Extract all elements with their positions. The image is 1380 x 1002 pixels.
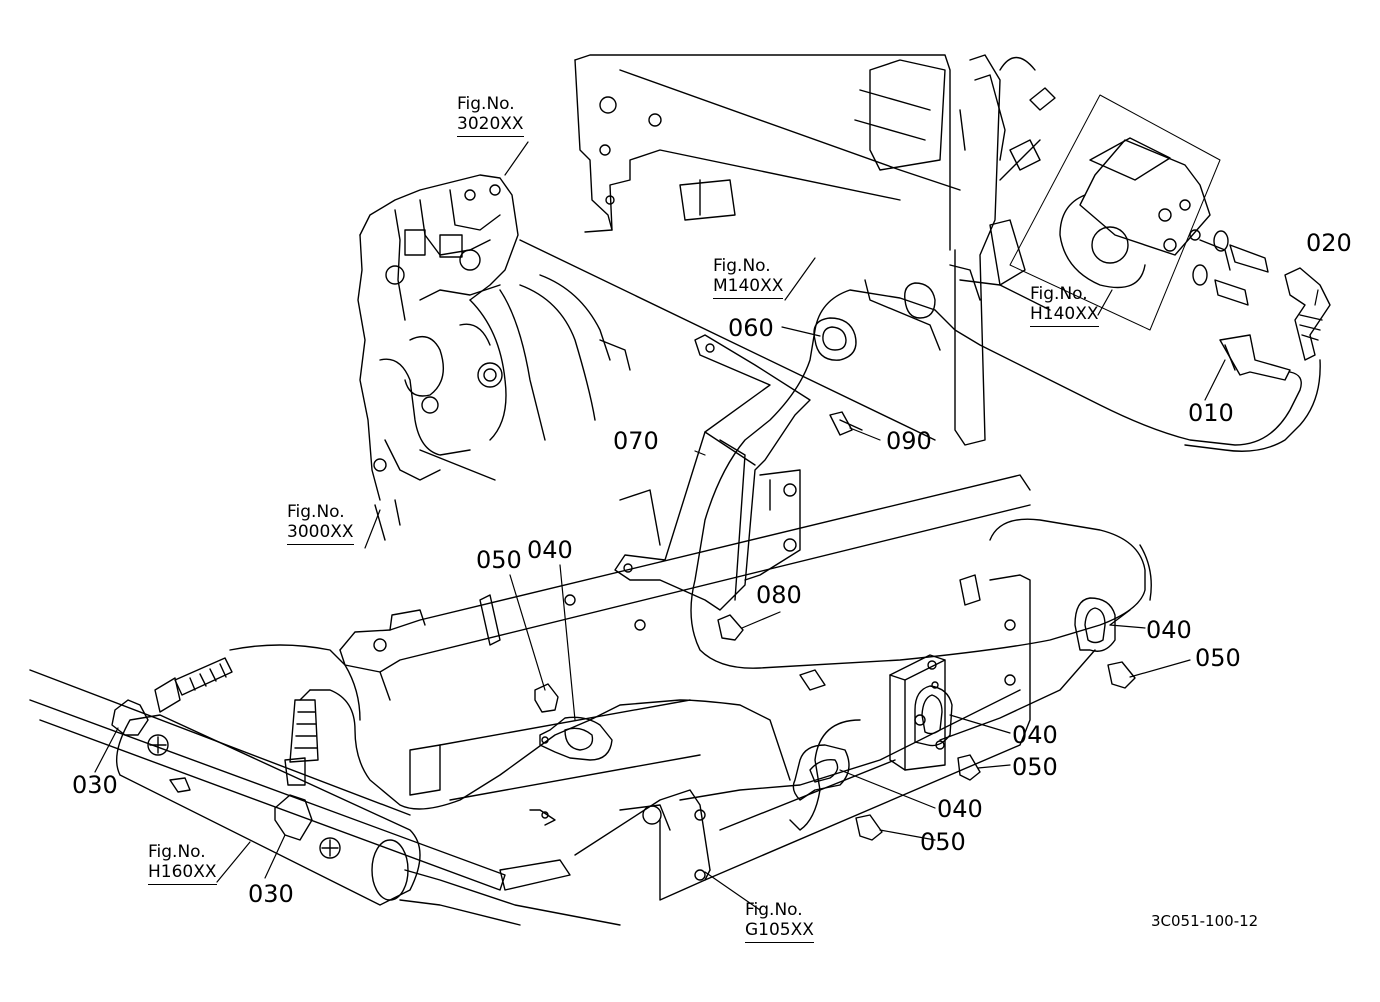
part-label-070: 070 xyxy=(613,427,659,455)
clamp-040-a xyxy=(539,716,613,761)
frame-bracket xyxy=(574,54,961,351)
fig-ref-3020xx: Fig.No. 3020XX xyxy=(457,94,524,137)
part-label-030: 030 xyxy=(72,771,118,799)
drawing-code: 3C051-100-12 xyxy=(1151,912,1259,930)
part-label-060: 060 xyxy=(728,314,774,342)
part-label-050: 050 xyxy=(920,828,966,856)
fig-ref-title: Fig.No. xyxy=(457,94,515,114)
part-label-040: 040 xyxy=(1146,616,1192,644)
fig-ref-title: Fig.No. xyxy=(713,256,771,276)
part-label-030: 030 xyxy=(248,880,294,908)
part-symbols xyxy=(111,282,1136,841)
pump-unit xyxy=(1009,94,1331,381)
pipe-lines xyxy=(229,289,1321,831)
fig-ref-title: Fig.No. xyxy=(287,502,345,522)
fig-ref-number: H160XX xyxy=(148,862,217,885)
fig-ref-number: M140XX xyxy=(713,276,784,299)
fig-ref-m140xx: Fig.No. M140XX xyxy=(713,256,784,299)
fig-ref-3000xx: Fig.No. 3000XX xyxy=(287,502,354,545)
fig-ref-h160xx: Fig.No. H160XX xyxy=(148,842,217,885)
part-label-050: 050 xyxy=(476,546,522,574)
bolt-050-d xyxy=(855,814,883,841)
grommet-060 xyxy=(813,317,857,361)
chassis-frame xyxy=(339,469,1031,901)
part-label-080: 080 xyxy=(756,581,802,609)
fig-ref-number: 3000XX xyxy=(287,522,354,545)
fig-ref-number: H140XX xyxy=(1030,304,1099,327)
vertical-plate xyxy=(949,54,1056,446)
bolt-050-b xyxy=(1107,661,1136,689)
bolt-050-c xyxy=(957,754,981,781)
fig-ref-title: Fig.No. xyxy=(745,900,803,920)
part-label-040: 040 xyxy=(1012,721,1058,749)
bolt-050-a xyxy=(534,683,559,713)
clamp-040-c xyxy=(914,685,953,747)
fig-ref-h140xx: Fig.No. H140XX xyxy=(1030,284,1099,327)
fig-ref-g105xx: Fig.No. G105XX xyxy=(745,900,814,943)
elbow-030-a xyxy=(111,699,149,736)
part-label-040: 040 xyxy=(527,536,573,564)
part-label-020: 020 xyxy=(1306,229,1352,257)
engine-block xyxy=(357,174,936,541)
steering-cylinder xyxy=(29,669,621,926)
elbow-030-b xyxy=(274,794,313,841)
part-label-090: 090 xyxy=(886,427,932,455)
part-label-050: 050 xyxy=(1195,644,1241,672)
part-label-010: 010 xyxy=(1188,399,1234,427)
fig-ref-number: 3020XX xyxy=(457,114,524,137)
part-label-050: 050 xyxy=(1012,753,1058,781)
clamp-040-b xyxy=(1074,597,1116,652)
fig-ref-title: Fig.No. xyxy=(1030,284,1088,304)
bolt-080 xyxy=(717,614,744,641)
fig-ref-number: G105XX xyxy=(745,920,814,943)
part-label-040: 040 xyxy=(937,795,983,823)
fig-ref-title: Fig.No. xyxy=(148,842,206,862)
bolt-090 xyxy=(829,411,853,436)
leader-lines xyxy=(94,141,1319,911)
